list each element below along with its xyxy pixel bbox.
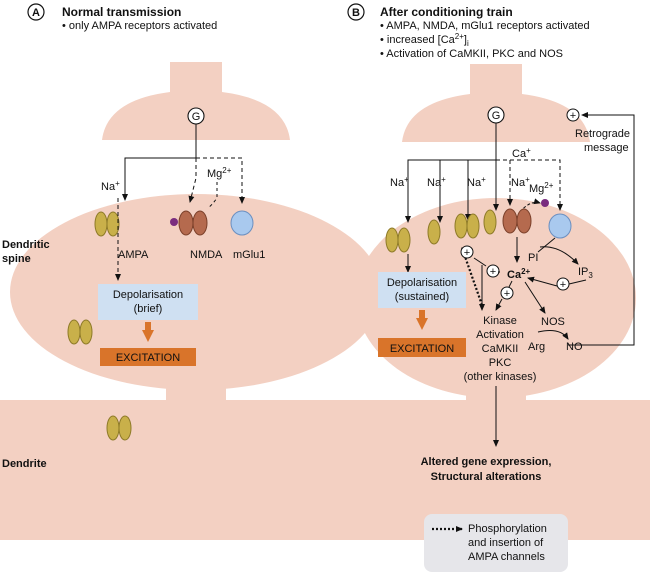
panel-b-no-label: NO <box>566 341 583 353</box>
panel-b-depolarisation-box <box>378 272 466 308</box>
panel-b-badge <box>347 3 365 21</box>
panel-b-plus-text-3: + <box>504 288 510 300</box>
panel-b-na-label-3: Na+ <box>467 175 486 189</box>
panel-b-nos-label: NOS <box>541 316 565 328</box>
panel-a-badge <box>27 3 45 21</box>
panel-b-retrograde-arrow <box>568 112 635 346</box>
panel-a-arrow-to-nmda <box>188 158 197 203</box>
panel-b-na-label-2: Na+ <box>427 175 446 189</box>
legend-line1: Phosphorylation <box>468 523 547 535</box>
panel-b: B After conditioning train • AMPA, NMDA,… <box>347 3 650 540</box>
panel-b-ip3-to-plus-line <box>568 279 587 285</box>
panel-b-glutamate-label: G <box>492 110 501 122</box>
panel-b-ca-label: Ca+ <box>512 146 531 160</box>
panel-b-plus-text-2: + <box>490 266 496 278</box>
panel-b-kinase-line1: Kinase <box>483 315 517 327</box>
panel-b-plus-text-1: + <box>464 247 470 259</box>
panel-b-arg-label: Arg <box>528 341 545 353</box>
panel-b-presynaptic-terminal <box>402 64 590 142</box>
panel-b-kinase-line2: Activation <box>476 329 524 341</box>
panel-b-kinase-line4: PKC <box>489 357 512 369</box>
panel-b-bullet-1: • AMPA, NMDA, mGlu1 receptors activated <box>380 20 590 32</box>
panel-a-dendrite-shaft <box>0 390 375 540</box>
panel-b-ip3-to-ca-arrow <box>527 276 558 287</box>
panel-a-na-label: Na+ <box>101 179 120 193</box>
panel-a-ampa-label: AMPA <box>118 249 149 261</box>
panel-b-ca-to-plus1 <box>473 257 487 267</box>
panel-a-ampa-reserve-dendrite <box>106 415 132 441</box>
panel-a-mglu-label: mGlu1 <box>233 249 265 261</box>
panel-b-excitation-box <box>378 338 466 357</box>
panel-a-arrow-to-mglu <box>196 157 245 204</box>
panel-b-mglu-receptor <box>548 213 572 239</box>
panel-b-pi-to-ip3-arrow <box>539 246 579 265</box>
panel-a-arrow-to-ampa <box>122 157 196 201</box>
panel-b-ampa-receptor-1 <box>385 227 411 253</box>
panel-a-ampa-reserve-spine <box>67 319 93 345</box>
panel-b-kinase-line5: (other kinases) <box>464 371 537 383</box>
panel-b-arrow-6 <box>496 159 563 211</box>
panel-a-title: Normal transmission <box>62 5 181 19</box>
panel-b-mg-label: Mg2+ <box>529 181 554 195</box>
panel-b-retrograde-line1: Retrograde <box>575 128 630 140</box>
panel-a-depolarisation-line2: (brief) <box>134 303 163 315</box>
panel-b-ca-to-plus3 <box>508 280 513 288</box>
panel-a-presynaptic-terminal <box>102 62 290 140</box>
panel-a-mglu-receptor <box>230 210 254 236</box>
panel-b-ip3-label: IP3 <box>578 266 593 280</box>
panel-b-gene-line2: Structural alterations <box>431 471 542 483</box>
panel-b-arrow-1 <box>405 159 496 223</box>
panel-b-retrograde-plus-icon <box>566 108 580 122</box>
panel-b-ampa-receptor-2 <box>427 219 441 245</box>
panel-b-na-label-1: Na+ <box>390 175 409 189</box>
panel-a-glutamate-label: G <box>192 111 201 123</box>
panel-b-plus-node-3 <box>500 286 514 300</box>
panel-a-ampa-receptor <box>94 211 120 237</box>
panel-b-retrograde-line2: message <box>584 142 629 154</box>
panel-b-kinase-line3: CaMKII <box>482 343 519 355</box>
panel-b-mglu-to-pi-line <box>537 237 556 253</box>
panel-b-retrograde-plus: + <box>570 110 576 122</box>
panel-b-plus3-to-kinase-arrow <box>495 298 503 311</box>
panel-b-title: After conditioning train <box>380 5 513 19</box>
panel-b-pi-label: PI <box>528 252 538 264</box>
panel-b-depolarisation-line2: (sustained) <box>395 291 449 303</box>
panel-b-dendrite-shaft <box>375 395 650 540</box>
legend: Phosphorylation and insertion of AMPA ch… <box>424 514 568 572</box>
dendritic-spine-label-line1: Dendritic <box>2 239 50 251</box>
panel-b-ampa-receptor-3 <box>454 213 480 239</box>
panel-a-excitation-box <box>100 348 196 366</box>
panel-a-nmda-label: NMDA <box>190 249 223 261</box>
panel-b-ampa-receptor-4 <box>483 209 497 235</box>
panel-b-badge-letter: B <box>352 7 360 19</box>
panel-b-nmda-receptor <box>502 208 532 234</box>
panel-b-bullet-3: • Activation of CaMKII, PKC and NOS <box>380 48 563 60</box>
panel-a-nmda-receptor <box>170 210 208 236</box>
panel-a-depolarisation-box <box>98 284 198 320</box>
panel-a-badge-letter: A <box>32 7 40 19</box>
panel-a-mg-label: Mg2+ <box>207 166 232 180</box>
panel-b-excitation-label: EXCITATION <box>390 343 454 355</box>
panel-b-plus-node-2 <box>486 264 500 278</box>
legend-line3: AMPA channels <box>468 551 545 563</box>
panel-b-ca-to-nos-arrow <box>524 281 546 314</box>
panel-b-gene-line1: Altered gene expression, <box>421 456 552 468</box>
panel-a-bullet-1: • only AMPA receptors activated <box>62 20 217 32</box>
panel-b-plus-node-1 <box>460 245 474 259</box>
dendritic-spine-label-line2: spine <box>2 253 31 265</box>
panel-a-excitation-label: EXCITATION <box>116 352 180 364</box>
panel-a-depolarisation-line1: Depolarisation <box>113 289 183 301</box>
panel-b-plus-text-4: + <box>560 279 566 291</box>
panel-b-na-label-4: Na+ <box>511 175 530 189</box>
panel-b-depolarisation-line1: Depolarisation <box>387 277 457 289</box>
panel-a: A Normal transmission • only AMPA recept… <box>0 3 382 540</box>
panel-b-ca2-label: Ca2+ <box>507 267 531 281</box>
panel-a-mg-block-dot <box>170 218 178 226</box>
dendrite-label: Dendrite <box>2 458 47 470</box>
legend-line2: and insertion of <box>468 537 544 549</box>
panel-b-bullet-2: • increased [Ca2+]i <box>380 32 469 48</box>
panel-b-mg-dot <box>541 199 549 207</box>
panel-b-arg-to-no-arrow <box>537 330 569 340</box>
